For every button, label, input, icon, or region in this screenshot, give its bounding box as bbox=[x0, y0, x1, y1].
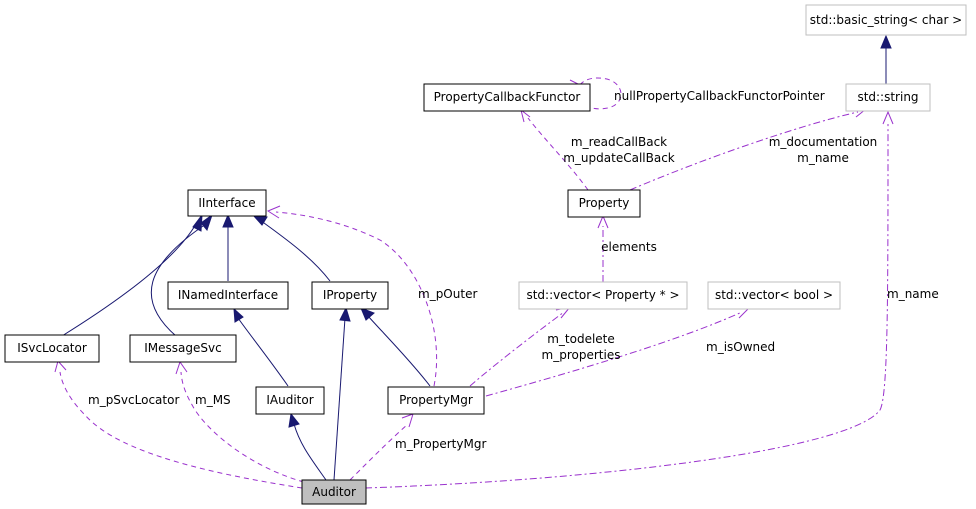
arrowhead-iinterface-outer bbox=[266, 205, 281, 219]
node-isvc-locator[interactable]: ISvcLocator bbox=[4, 334, 100, 363]
node-property-mgr[interactable]: PropertyMgr bbox=[387, 386, 485, 415]
label-null-callback-pointer: nullPropertyCallbackFunctorPointer bbox=[614, 89, 825, 103]
node-property-label: Property bbox=[579, 196, 630, 210]
arrowhead-iinterface-2 bbox=[200, 213, 213, 231]
label-property-mgr-usage: m_PropertyMgr bbox=[395, 437, 486, 451]
label-read-callback: m_readCallBack bbox=[571, 135, 667, 149]
node-vector-property-label: std::vector< Property * > bbox=[526, 288, 679, 302]
label-property-name: m_name bbox=[797, 151, 849, 165]
label-auditor-name: m_name bbox=[887, 287, 939, 301]
node-vector-bool-label: std::vector< bool > bbox=[715, 288, 833, 302]
node-property-mgr-label: PropertyMgr bbox=[399, 393, 473, 407]
arrowhead-iproperty-2 bbox=[360, 307, 375, 321]
edge-auditor-string bbox=[364, 123, 889, 489]
edge-iauditor-inamedinterface bbox=[237, 317, 289, 387]
arrowhead-isvclocator bbox=[54, 359, 67, 373]
node-isvc-locator-label: ISvcLocator bbox=[17, 341, 87, 355]
node-iauditor-label: IAuditor bbox=[266, 393, 313, 407]
edge-property-callback bbox=[527, 117, 589, 191]
edge-propertymgr-vector-property bbox=[469, 311, 565, 387]
label-todelete: m_todelete bbox=[547, 332, 615, 346]
node-iproperty[interactable]: IProperty bbox=[311, 281, 389, 310]
arrowhead-string-2 bbox=[882, 110, 894, 125]
node-iproperty-label: IProperty bbox=[323, 288, 377, 302]
node-property-callback-functor[interactable]: PropertyCallbackFunctor bbox=[423, 83, 591, 112]
node-basic-string[interactable]: std::basic_string< char > bbox=[805, 4, 967, 36]
node-auditor[interactable]: Auditor bbox=[301, 479, 367, 505]
node-imessage-svc[interactable]: IMessageSvc bbox=[129, 334, 237, 363]
edge-propertymgr-iinterface bbox=[275, 211, 438, 387]
edge-property-string bbox=[629, 111, 859, 191]
node-iauditor[interactable]: IAuditor bbox=[255, 386, 325, 415]
edge-imessagesvc-iinterface bbox=[150, 223, 207, 337]
edge-auditor-isvclocator bbox=[59, 371, 303, 489]
label-properties: m_properties bbox=[542, 348, 621, 362]
label-p-outer: m_pOuter bbox=[418, 287, 477, 301]
node-vector-bool[interactable]: std::vector< bool > bbox=[707, 281, 841, 310]
node-basic-string-label: std::basic_string< char > bbox=[810, 13, 963, 27]
arrowhead-iauditor bbox=[288, 412, 300, 428]
label-documentation: m_documentation bbox=[769, 135, 878, 149]
edge-auditor-propertymgr bbox=[349, 423, 409, 481]
node-property[interactable]: Property bbox=[567, 189, 641, 218]
label-p-svc-locator: m_pSvcLocator bbox=[88, 393, 179, 407]
label-update-callback: m_updateCallBack bbox=[563, 151, 675, 165]
edge-iproperty-iinterface bbox=[259, 219, 331, 282]
arrowhead-propertymgr bbox=[401, 413, 414, 428]
node-string[interactable]: std::string bbox=[845, 83, 931, 112]
arrowhead-callback bbox=[520, 108, 531, 123]
edge-auditor-iproperty bbox=[333, 317, 346, 481]
label-ms: m_MS bbox=[195, 393, 231, 407]
node-property-callback-functor-label: PropertyCallbackFunctor bbox=[434, 90, 581, 104]
edge-callback-self-loop bbox=[579, 77, 622, 110]
label-is-owned: m_isOwned bbox=[706, 340, 775, 354]
edge-isvclocator-iinterface bbox=[61, 223, 197, 337]
node-inamed-interface-label: INamedInterface bbox=[178, 288, 278, 302]
node-vector-property[interactable]: std::vector< Property * > bbox=[518, 281, 688, 310]
node-inamed-interface[interactable]: INamedInterface bbox=[167, 281, 289, 310]
edge-propertymgr-iproperty bbox=[367, 315, 431, 387]
arrowhead-basic-string bbox=[880, 34, 892, 49]
node-iinterface[interactable]: IInterface bbox=[187, 189, 267, 217]
arrowhead-iproperty-1 bbox=[339, 306, 351, 322]
edge-auditor-iauditor bbox=[293, 423, 327, 481]
label-elements: elements bbox=[601, 240, 657, 254]
node-auditor-label: Auditor bbox=[312, 485, 356, 499]
node-string-label: std::string bbox=[857, 90, 918, 104]
edge-propertymgr-vector-bool bbox=[485, 311, 743, 397]
arrowhead-iinterface-3 bbox=[222, 213, 234, 228]
node-imessage-svc-label: IMessageSvc bbox=[144, 341, 221, 355]
arrowhead-inamedinterface bbox=[233, 307, 244, 323]
node-iinterface-label: IInterface bbox=[198, 196, 255, 210]
